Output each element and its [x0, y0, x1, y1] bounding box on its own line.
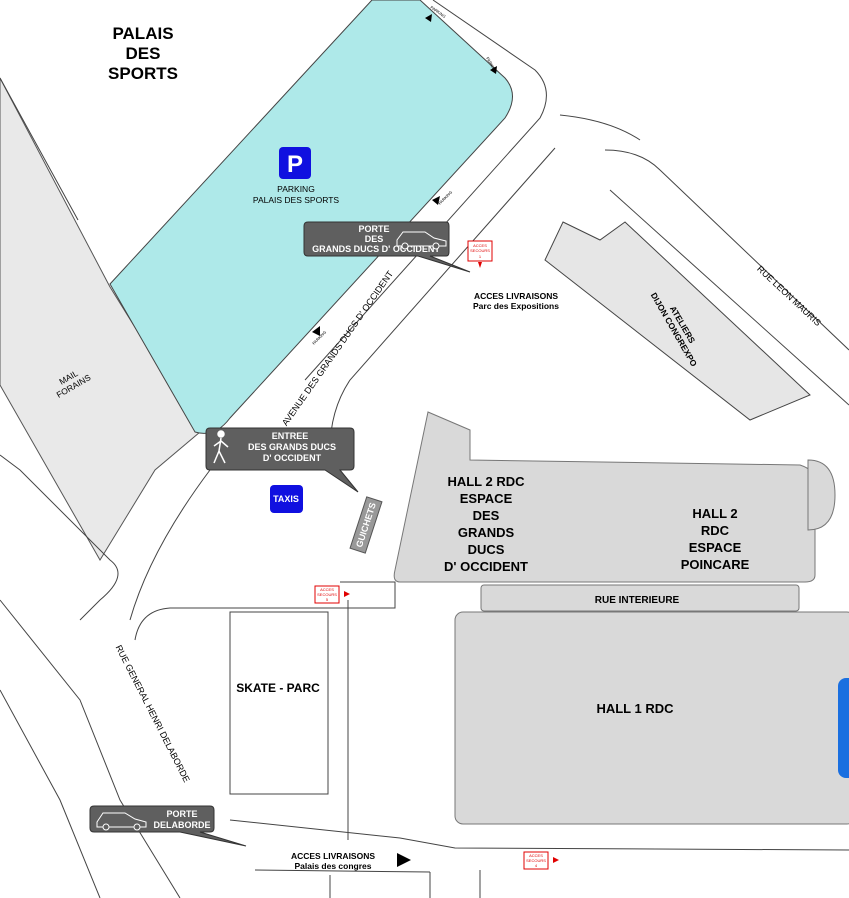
svg-text:DES: DES: [126, 44, 161, 63]
porte-delaborde-callout[interactable]: PORTE DELABORDE: [89, 805, 247, 847]
guichets: GUICHETS: [349, 496, 383, 554]
parking-label-1: PARKING: [277, 184, 315, 194]
car-icon: [96, 812, 147, 831]
svg-text:POINCARE: POINCARE: [681, 557, 750, 572]
svg-text:DES GRANDS DUCS: DES GRANDS DUCS: [248, 442, 336, 452]
acces-livraisons-bottom-1: ACCES LIVRAISONS: [291, 851, 375, 861]
palais-des-sports-title: PALAIS DES SPORTS: [108, 24, 178, 83]
svg-text:HALL 2: HALL 2: [692, 506, 737, 521]
svg-text:PORTE: PORTE: [166, 809, 197, 819]
hall2-apse: [807, 459, 836, 531]
hall2-rdc-label: HALL 2 RDC ESPACE DES GRANDS DUCS D' OCC…: [444, 474, 528, 574]
svg-text:DUCS: DUCS: [468, 542, 505, 557]
skate-parc-area: [229, 611, 329, 795]
svg-text:D' OCCIDENT: D' OCCIDENT: [444, 559, 528, 574]
svg-text:DELABORDE: DELABORDE: [153, 820, 210, 830]
mail-forains-area: [0, 77, 201, 561]
acces-livraisons-top-2: Parc des Expositions: [473, 301, 559, 311]
svg-text:ACCES: ACCES: [320, 587, 334, 592]
right-edge-marker: [838, 678, 849, 778]
parking-icon[interactable]: P: [279, 147, 311, 179]
skate-parc-label: SKATE - PARC: [236, 681, 320, 695]
acces-livraisons-top-1: ACCES LIVRAISONS: [474, 291, 558, 301]
svg-text:ACCES: ACCES: [473, 243, 487, 248]
rue-delaborde-label: RUE GENERAL HENRI DELABORDE: [114, 643, 192, 784]
parking-lot: [109, 0, 513, 434]
svg-text:PALAIS: PALAIS: [112, 24, 173, 43]
svg-text:RDC: RDC: [701, 523, 730, 538]
acces-secours-1: ACCES SECOURS 1: [467, 240, 493, 268]
svg-text:4: 4: [535, 863, 538, 868]
hall2-poincare-label: HALL 2 RDC ESPACE POINCARE: [681, 506, 750, 572]
svg-text:ESPACE: ESPACE: [460, 491, 513, 506]
svg-text:TAXIS: TAXIS: [273, 494, 299, 504]
svg-text:ESPACE: ESPACE: [689, 540, 742, 555]
svg-text:SPORTS: SPORTS: [108, 64, 178, 83]
svg-text:ACCES: ACCES: [529, 853, 543, 858]
hall1-label: HALL 1 RDC: [596, 701, 674, 716]
svg-text:1: 1: [479, 254, 482, 259]
svg-text:PORTE: PORTE: [358, 224, 389, 234]
car-icon: [396, 231, 447, 250]
entree-callout[interactable]: ENTREE DES GRANDS DUCS D' OCCIDENT: [205, 427, 359, 493]
arrow-right-icon: [397, 853, 411, 867]
acces-livraisons-bottom-2: Palais des congres: [294, 861, 371, 871]
svg-text:HALL 2 RDC: HALL 2 RDC: [447, 474, 525, 489]
svg-text:GRANDS DUCS D' OCCIDENT: GRANDS DUCS D' OCCIDENT: [312, 244, 440, 254]
rue-interieure-bar: [480, 584, 800, 612]
taxis-icon[interactable]: TAXIS: [270, 485, 303, 513]
svg-text:SECOURS: SECOURS: [317, 592, 337, 597]
svg-text:SECOURS: SECOURS: [526, 858, 546, 863]
svg-text:DES: DES: [473, 508, 500, 523]
hall2-building: [393, 411, 816, 583]
ateliers-building: [544, 221, 811, 421]
svg-text:P: P: [287, 151, 303, 178]
hall1-building: [454, 611, 849, 825]
pedestrian-icon: [213, 430, 229, 464]
porte-grands-ducs-callout[interactable]: PORTE DES GRANDS DUCS D' OCCIDENT: [303, 221, 471, 273]
rue-interieure-label: RUE INTERIEURE: [595, 595, 680, 606]
svg-text:5: 5: [326, 597, 329, 602]
acces-secours-4: ACCES SECOURS 4: [523, 851, 559, 870]
svg-text:D' OCCIDENT: D' OCCIDENT: [263, 453, 322, 463]
svg-text:DES: DES: [365, 234, 384, 244]
rue-leon-mauris-label: RUE LEON MAURIS: [755, 264, 823, 328]
svg-text:GRANDS: GRANDS: [458, 525, 515, 540]
svg-text:SECOURS: SECOURS: [470, 248, 490, 253]
svg-text:ENTREE: ENTREE: [272, 431, 309, 441]
parking-label-2: PALAIS DES SPORTS: [253, 195, 339, 205]
acces-secours-5: ACCES SECOURS 5: [314, 585, 350, 604]
